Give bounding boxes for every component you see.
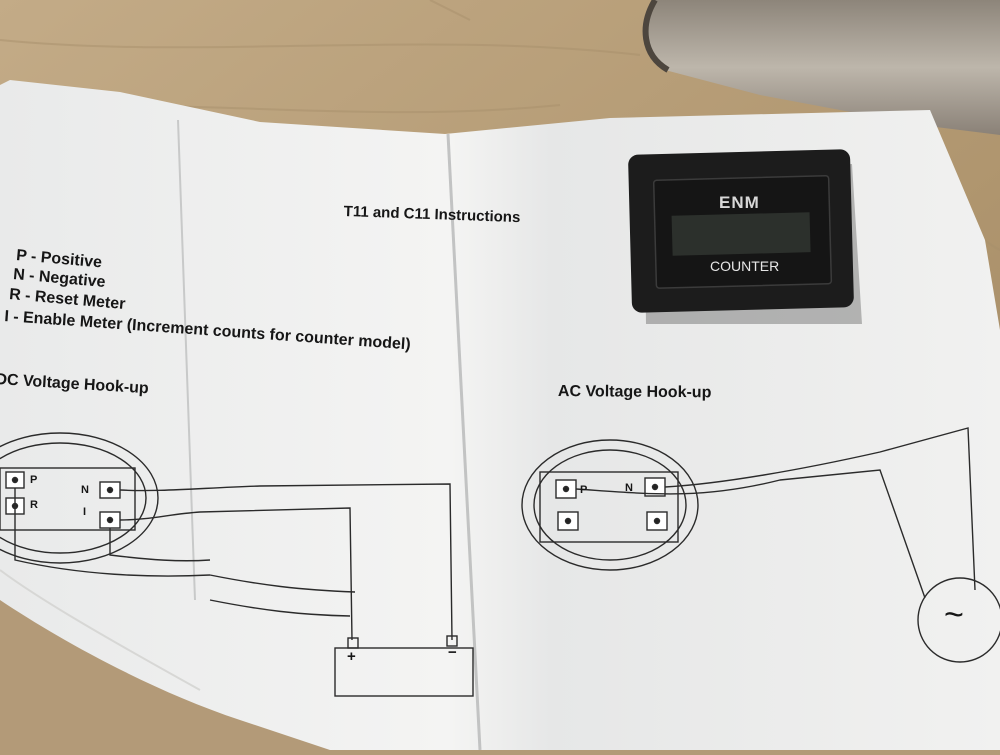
ac-pin-dot [564,517,572,525]
sheet-torn-edge-2 [0,569,201,691]
dc-pin-dot [106,516,114,524]
dc-label-i: I [83,506,87,518]
device-model-label: COUNTER [710,258,780,274]
ac-diagram [521,427,1000,663]
dc-label-p: P [30,474,38,486]
ac-source [917,577,1000,663]
ac-wire-n [664,427,976,591]
counter-device [628,149,862,324]
dc-wire-r [119,507,353,641]
battery [334,647,474,697]
dc-wire-i [109,528,211,562]
dc-wire-run [209,574,356,617]
lcd-window [671,212,811,256]
battery-plus-label: + [347,648,356,665]
ac-pin-dot [562,485,570,493]
ac-label-p: P [580,484,588,496]
battery-post-minus [446,635,458,647]
dc-label-n: N [81,484,89,496]
fold-crease-left [177,119,196,601]
sheet-torn-edge [0,600,330,750]
dc-terminal-block [0,467,136,531]
ac-source-symbol: ~ [944,596,964,634]
ac-terminal-block [539,471,679,543]
dc-label-r: R [30,499,38,511]
device-brand-logo: ENM [719,193,760,212]
ac-pin-dot [651,483,659,491]
ac-pin-dot [653,517,661,525]
dc-pin-dot [11,476,19,484]
wood-grain [0,0,1000,251]
paper-roll [644,0,1000,135]
ac-meter-outline-inner [533,449,687,561]
ac-meter-outline [521,439,699,571]
ac-heading: AC Voltage Hook-up [557,383,712,402]
ac-label-n: N [625,482,633,494]
battery-post-plus [347,637,359,649]
dc-wire-n [119,483,453,641]
dc-meter-outline-inner [0,442,147,554]
ac-wire-p [575,469,926,599]
dc-pin-dot [106,486,114,494]
roll-edge [642,0,670,73]
battery-minus-label: − [448,644,457,661]
dc-meter-outline [0,432,159,564]
dc-diagram [0,432,474,697]
dc-wire-p [14,488,211,577]
fold-crease-center [446,133,482,751]
